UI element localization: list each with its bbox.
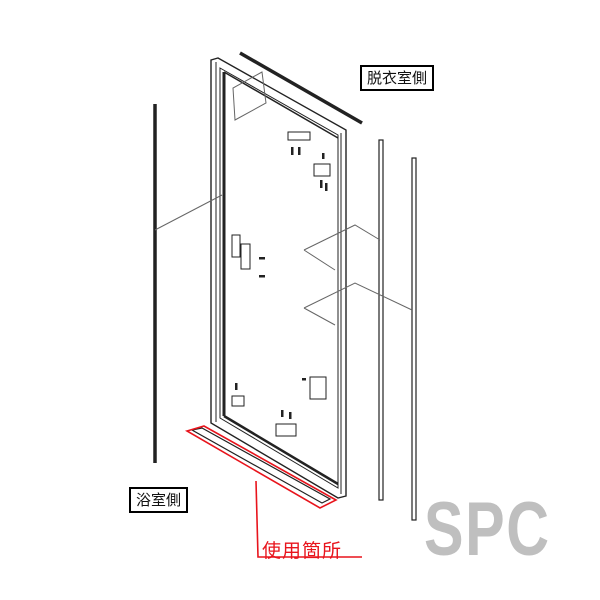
usage-highlight-box — [184, 425, 338, 509]
screws — [235, 147, 328, 419]
strike-plate — [240, 243, 251, 270]
hinge-bottom — [275, 423, 297, 437]
latch-plate — [231, 234, 241, 258]
door-frame-outer — [210, 57, 347, 499]
side-strip-2 — [411, 157, 417, 521]
usage-leader-line — [255, 480, 362, 558]
spc-watermark: SPC — [424, 487, 551, 572]
dressing-room-side-label: 脱衣室側 — [360, 65, 435, 91]
top-seal-strip — [239, 51, 363, 125]
bracket-top — [313, 163, 331, 177]
side-strip-1 — [378, 139, 384, 501]
bottom-sill-part — [190, 427, 332, 504]
bathroom-side-label: 浴室側 — [129, 487, 189, 513]
door-frame-inner — [219, 67, 339, 489]
hinge-top — [287, 131, 311, 141]
block-bottom — [231, 395, 245, 407]
bracket-bottom — [309, 376, 327, 400]
usage-location-label: 使用箇所 — [262, 540, 343, 562]
